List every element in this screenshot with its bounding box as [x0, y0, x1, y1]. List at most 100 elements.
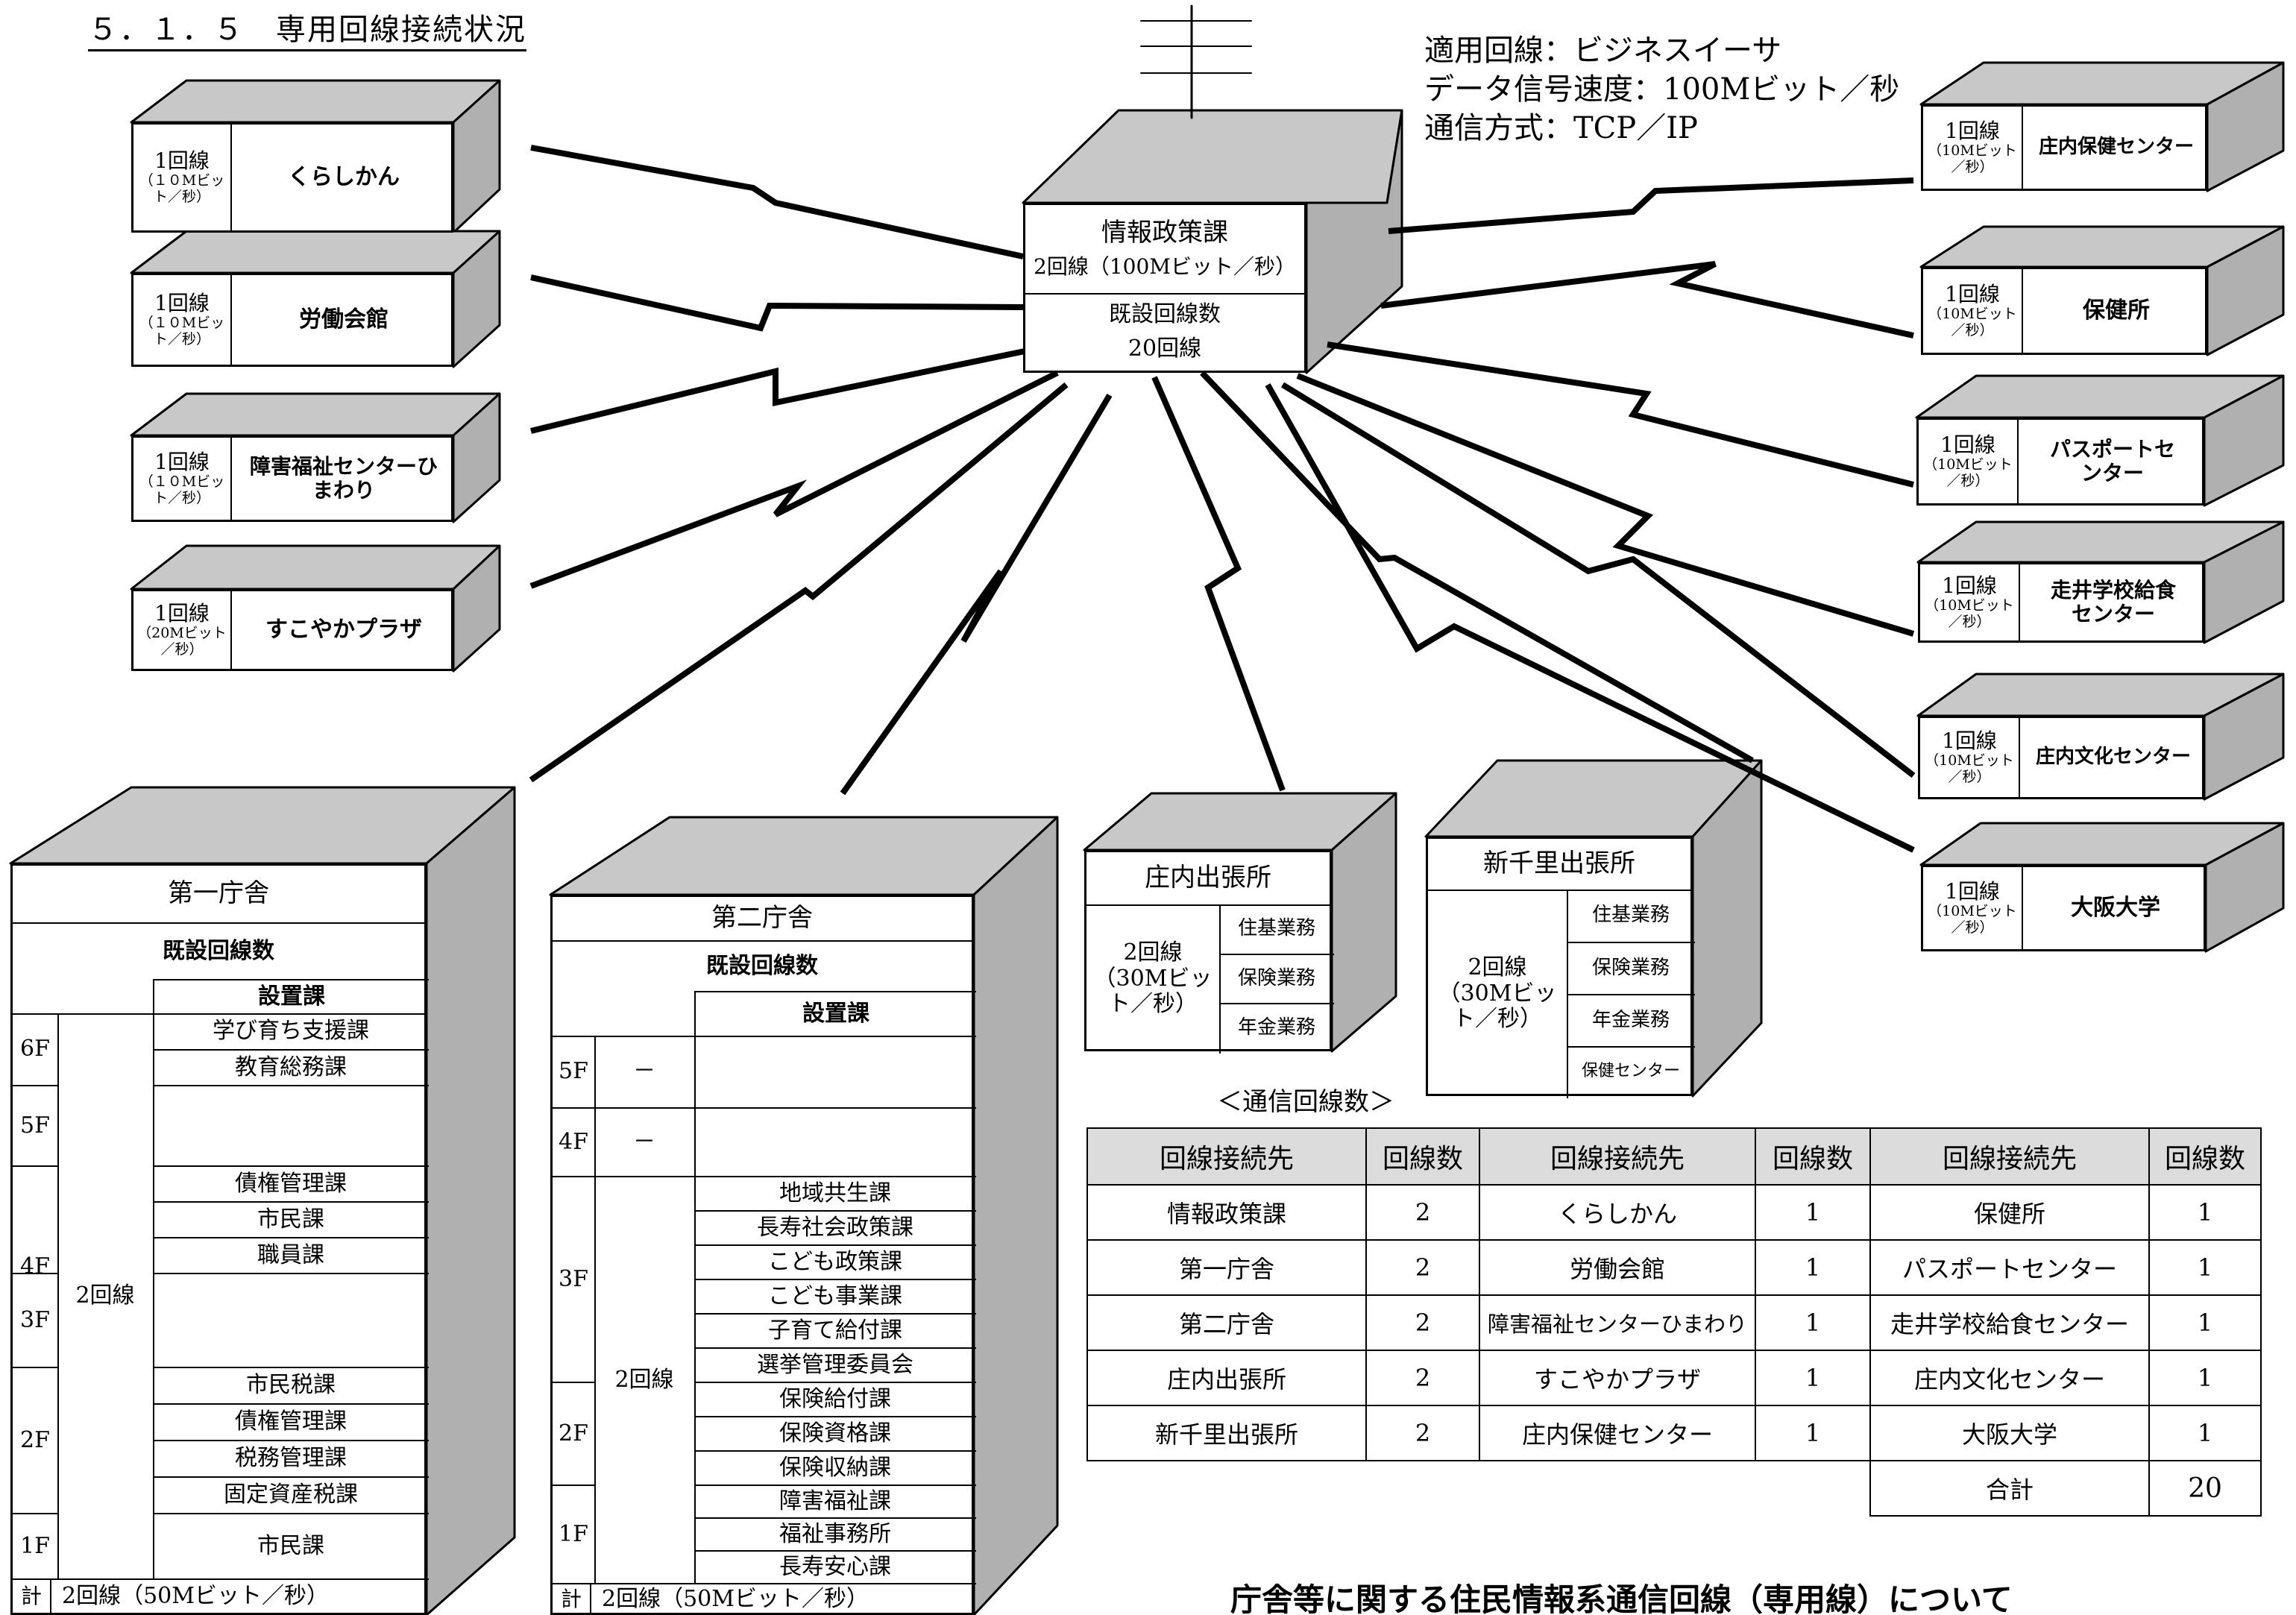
hub-box-depth — [1022, 109, 1403, 204]
dai1-dept: 教育総務課 — [153, 1049, 429, 1085]
site-line-speed: （10Mビット／秒） — [1928, 142, 2017, 176]
site-line-speed: （20Mビット／秒） — [137, 625, 227, 658]
dai2-dept: 障害福祉課 — [694, 1485, 976, 1517]
site-line-speed: （10Mビット／秒） — [1928, 306, 2017, 339]
left-site-depth — [452, 79, 501, 234]
lightning-links — [529, 145, 1916, 853]
site-box-passport: 1回線 （10Mビット／秒） パスポートセンター — [1916, 418, 2204, 506]
right-site-depth — [2203, 520, 2285, 644]
shonai-box: 庄内出張所 2回線 （30Mビット／秒） 住基業務 保険業務 年金業務 — [1084, 850, 1334, 1054]
shinsenri-box: 新千里出張所 2回線 （30Mビット／秒） 住基業務 保険業務 年金業務 保健セ… — [1426, 837, 1695, 1098]
dai2-dept: 保険収納課 — [694, 1450, 976, 1485]
dai1-floor-5f: 5F — [13, 1085, 57, 1165]
table-cell: 保健所 — [1869, 1184, 2150, 1241]
site-box-hokenjo: 1回線 （10Mビット／秒） 保健所 — [1921, 267, 2207, 355]
site-box-roudou: 1回線 （１０Mビット／秒） 労働会館 — [131, 273, 453, 367]
dai1-total-label: 計 — [13, 1578, 50, 1613]
link-shinsenri — [1200, 371, 1754, 764]
site-line-speed: （10Mビット／秒） — [1925, 752, 2014, 786]
dai2-dept: 保険資格課 — [694, 1416, 976, 1450]
table-cell: 1 — [1755, 1405, 1871, 1461]
site-box-kyushoku: 1回線 （10Mビット／秒） 走井学校給食センター — [1918, 562, 2204, 643]
dai1-dept-empty — [153, 1085, 429, 1165]
shonai-service: 年金業務 — [1219, 1003, 1334, 1052]
box-depth-shapes — [9, 61, 2285, 1615]
left-site-depth — [130, 79, 501, 124]
site-line-count: 1回線 — [1942, 573, 1997, 599]
dai1-lines: 2回線 — [75, 1282, 135, 1309]
site-line-speed: （10Mビット／秒） — [1923, 456, 2013, 490]
link-kyushoku — [1296, 373, 1915, 637]
table-cell: 第一庁舎 — [1086, 1239, 1367, 1296]
dai1-dept: 市民課 — [153, 1201, 429, 1237]
shinsenri-service: 年金業務 — [1567, 994, 1695, 1046]
link-hokenjo — [1380, 261, 1914, 339]
hub-box: 情報政策課 2回線（100Mビット／秒） 既設回線数 20回線 — [1023, 203, 1306, 373]
site-line-speed: （１０Mビット／秒） — [139, 473, 225, 507]
link-kurashikan — [530, 145, 1024, 259]
right-site-depth — [2206, 225, 2285, 356]
dai1-floor-4f: 4F — [13, 1165, 57, 1367]
dai2-section-header: 設置課 — [694, 991, 976, 1036]
dai2-total-label: 計 — [553, 1583, 590, 1614]
hub-lines: 2回線（100Mビット／秒） — [1034, 254, 1296, 279]
spec-line-type: 適用回線：ビジネスイーサ — [1424, 34, 1782, 68]
dai2-floor-1f: 1F — [553, 1485, 594, 1583]
site-box-kurashikan: 1回線 （１０Mビット／秒） くらしかん — [131, 122, 453, 233]
table-cell: 庄内保健センター — [1479, 1405, 1756, 1461]
link-passport — [1327, 341, 1914, 488]
count-table-header: 回線数 — [1755, 1127, 1871, 1186]
link-himawari — [530, 343, 1051, 434]
left-site-depth — [130, 544, 501, 591]
dai2-floor-4f: 4F — [553, 1107, 594, 1176]
count-table-caption: ＜通信回線数＞ — [1217, 1087, 1394, 1117]
dai1-dept: 債権管理課 — [153, 1403, 429, 1440]
shonai-service: 保険業務 — [1219, 954, 1334, 1003]
spec-line-speed: データ信号速度：100Mビット／秒 — [1424, 72, 1900, 107]
site-line-speed: （10Mビット／秒） — [1928, 903, 2017, 936]
table-cell: 1 — [2148, 1184, 2262, 1241]
hub-existing-value: 20回線 — [1127, 335, 1202, 362]
table-total-value: 20 — [2148, 1460, 2262, 1517]
dai2-floor-5f: 5F — [559, 1058, 588, 1084]
hub-name: 情報政策課 — [1101, 218, 1228, 248]
table-cell: 1 — [2148, 1405, 2262, 1461]
link-shonai — [1151, 376, 1286, 792]
shinsenri-depth-side — [1691, 759, 1763, 1098]
table-cell: 2 — [1365, 1294, 1480, 1351]
shonai-name: 庄内出張所 — [1145, 863, 1271, 893]
dai1-dept: 市民税課 — [153, 1367, 429, 1403]
right-site-depth — [2206, 61, 2285, 192]
site-name: くらしかん — [230, 125, 456, 230]
dai2-dept: 長寿社会政策課 — [694, 1210, 976, 1244]
site-line-speed: （１０Mビット／秒） — [139, 315, 225, 348]
link-osaka — [1265, 383, 1915, 853]
dai2-dept: 地域共生課 — [694, 1176, 976, 1210]
dai2-dept: 子育て給付課 — [694, 1313, 976, 1347]
dai2-dept: こども政策課 — [694, 1244, 976, 1279]
site-line-count: 1回線 — [154, 291, 210, 316]
shonai-depth-side — [1330, 792, 1397, 1053]
site-line-speed: （１０Mビット／秒） — [139, 172, 225, 206]
table-row: 新千里出張所 2 庄内保健センター 1 大阪大学 1 — [1086, 1405, 2262, 1461]
count-table-header-row: 回線接続先 回線数 回線接続先 回線数 回線接続先 回線数 — [1086, 1127, 2262, 1186]
table-cell: パスポートセンター — [1869, 1239, 2150, 1296]
right-site-depth — [2204, 822, 2285, 953]
dai1-depth-side — [425, 786, 516, 1615]
table-cell: 障害福祉センターひまわり — [1479, 1294, 1756, 1351]
link-dai2 — [840, 393, 1113, 796]
dai1-section-header: 設置課 — [153, 979, 429, 1013]
table-cell: 2 — [1365, 1239, 1480, 1296]
dai1-dept: 学び育ち支援課 — [213, 1017, 369, 1044]
left-site-depth — [452, 544, 501, 673]
site-line-count: 1回線 — [1945, 282, 2000, 307]
dai1-floor-2f: 2F — [13, 1367, 57, 1513]
dai2-floor-5f-mark: － — [633, 1057, 655, 1084]
count-table-header: 回線接続先 — [1479, 1127, 1756, 1186]
table-cell: 1 — [2148, 1294, 2262, 1351]
left-site-depth — [452, 230, 501, 368]
spec-protocol: 通信方式：TCP／IP — [1424, 111, 1698, 145]
table-cell: 庄内文化センター — [1869, 1350, 2150, 1406]
site-line-count: 1回線 — [1942, 728, 1997, 754]
hub-box-depth-side — [1305, 109, 1403, 374]
